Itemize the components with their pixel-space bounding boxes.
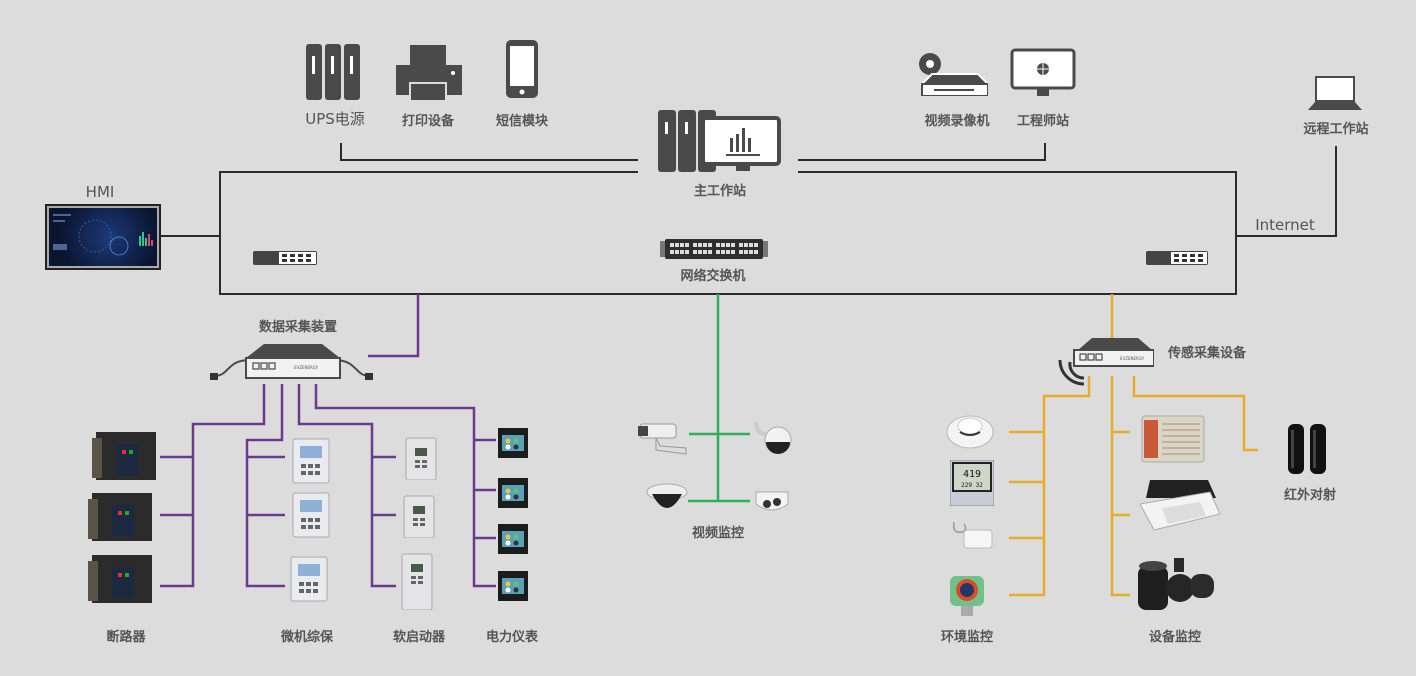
printer-icon (396, 45, 462, 101)
infrared-beam-icon (1288, 424, 1326, 474)
video-monitoring-label: 视频监控 (691, 526, 745, 541)
hmi-label: HMI (85, 183, 115, 201)
power-meter-label: 电力仪表 (485, 630, 539, 645)
ups-icon (306, 44, 360, 100)
hmi-screen[interactable] (45, 204, 161, 270)
breaker-icon (88, 493, 152, 541)
switch-right-icon (1146, 251, 1208, 265)
air-cooler-icon (1141, 415, 1205, 463)
water-pump-icon (1138, 558, 1214, 610)
device-brand-text: EVZENERGY (294, 365, 319, 370)
sensor-acquisition-device-icon: EVZENERGY (1058, 338, 1154, 386)
laptop-icon (1308, 76, 1362, 110)
network-switch-label: 网络交换机 (680, 269, 746, 284)
power-meter-icon (498, 478, 528, 508)
ups-label: UPS电源 (305, 110, 365, 128)
data-acquisition-lines (160, 294, 496, 588)
thermo-readout-2: 229 32 (961, 482, 983, 489)
data-acquisition-label: 数据采集装置 (258, 320, 338, 335)
soft-starter-label: 软启动器 (392, 630, 446, 645)
gas-detector-icon (950, 576, 984, 616)
sensor-device-brand-text: EVZENERGY (1120, 356, 1145, 361)
dome-camera-icon (646, 483, 688, 508)
thermohygrometer-icon: 419 229 32 (950, 460, 994, 506)
protection-relay-icon (290, 556, 328, 602)
power-meter-icon (498, 571, 528, 601)
breaker-icon (88, 555, 152, 603)
data-acquisition-device-icon: EVZENERGY (210, 344, 373, 380)
engineer-station-icon (1010, 48, 1076, 96)
smoke-detector-icon (946, 415, 994, 449)
protection-label: 微机综保 (280, 630, 334, 645)
peripheral-link-left (340, 143, 638, 161)
switch-left-icon (253, 251, 317, 265)
internet-label: Internet (1255, 216, 1315, 234)
breakers-label: 断路器 (106, 630, 146, 645)
video-recorder-label: 视频录像机 (924, 114, 990, 129)
protection-relay-icon (292, 438, 330, 484)
soft-starter-icon (401, 553, 433, 610)
main-network-lines (158, 143, 1337, 295)
infrared-label: 红外对射 (1283, 488, 1337, 503)
power-meter-icon (498, 524, 528, 554)
hmi-dashboard-graphic (53, 214, 153, 256)
turret-camera-icon (755, 491, 789, 511)
main-workstation-icon (658, 110, 781, 172)
internet-link (1236, 146, 1337, 237)
network-switch-icon (660, 239, 768, 259)
video-lines (688, 294, 750, 503)
network-frame (219, 171, 1237, 295)
sensor-lines (1009, 294, 1258, 597)
cassette-ac-icon (1140, 480, 1220, 531)
equipment-monitoring-label: 设备监控 (1148, 630, 1202, 645)
sms-label: 短信模块 (495, 114, 549, 129)
video-recorder-icon (919, 53, 988, 96)
bullet-camera-icon (638, 423, 687, 455)
printer-label: 打印设备 (401, 114, 455, 129)
water-leak-sensor-icon (952, 521, 993, 549)
engineer-station-label: 工程师站 (1016, 114, 1070, 129)
env-monitoring-label: 环境监控 (940, 630, 994, 645)
power-meter-icon (498, 428, 528, 458)
sensor-acquisition-label: 传感采集设备 (1167, 346, 1247, 361)
protection-relay-icon (292, 492, 330, 538)
soft-starter-icon (405, 437, 437, 480)
remote-workstation-label: 远程工作站 (1303, 122, 1369, 137)
main-workstation-label: 主工作站 (693, 184, 747, 199)
sms-module-icon (506, 40, 538, 98)
ptz-camera-icon (754, 421, 792, 454)
peripheral-link-right (798, 143, 1046, 161)
soft-starter-icon (403, 495, 435, 538)
breaker-icon (92, 432, 156, 480)
thermo-readout: 419 (963, 469, 981, 480)
